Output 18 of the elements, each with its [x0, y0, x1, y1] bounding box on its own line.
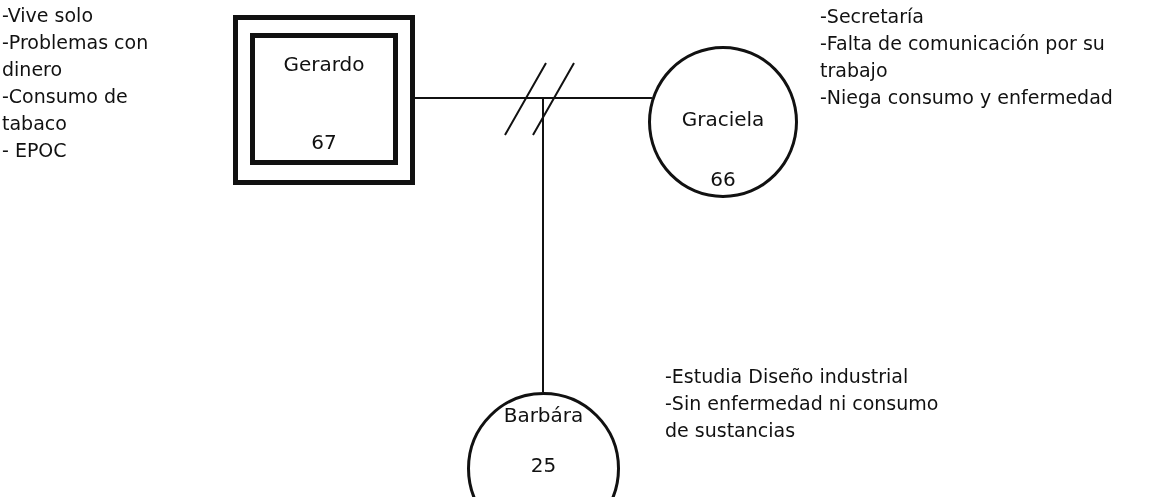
note-text: -Sin enfermedad ni consumo de sustancias	[665, 391, 940, 443]
note-text: -Falta de comunicación por su trabajo	[820, 31, 1106, 83]
person-age: 66	[709, 167, 737, 191]
note-text: -Secretaría	[820, 4, 925, 29]
child-line	[542, 97, 544, 393]
person-age: 67	[310, 130, 338, 154]
person-name: Barbára	[502, 403, 585, 427]
note-text: -Consumo de tabaco	[2, 84, 129, 136]
person-age: 25	[529, 453, 558, 477]
person-name: Gerardo	[282, 52, 366, 76]
note-text: - EPOC	[2, 138, 68, 163]
person-box	[233, 15, 415, 185]
note-text: -Vive solo	[2, 3, 94, 28]
note-text: -Estudia Diseño industrial	[665, 364, 910, 389]
relationship-line	[414, 97, 653, 99]
note-text: -Niega consumo y enfermedad	[820, 85, 1114, 110]
person-name: Graciela	[680, 107, 766, 131]
note-text: -Problemas con dinero	[2, 30, 150, 82]
